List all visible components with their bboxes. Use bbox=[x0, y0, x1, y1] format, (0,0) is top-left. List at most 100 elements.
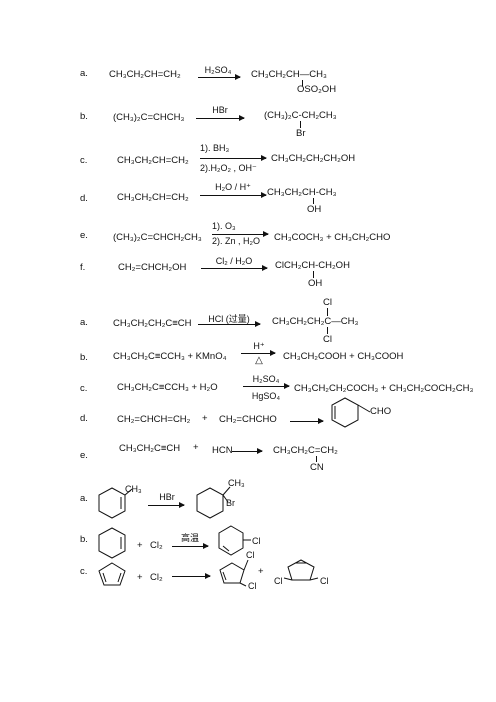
product: CH₃COCH₃ + CH₃CH₂CHO bbox=[274, 232, 391, 243]
reaction-arrow bbox=[241, 350, 276, 356]
reactant: CH₃CH₂C≡CCH₃ + H₂O bbox=[117, 382, 218, 393]
reagent-top: H₂SO₄ bbox=[252, 374, 280, 384]
reaction-arrow bbox=[201, 265, 268, 271]
reaction-arrow bbox=[243, 383, 290, 389]
reagent-bottom: HgSO₄ bbox=[251, 391, 281, 401]
product-substituent: CN bbox=[310, 462, 324, 473]
plus-sign: + bbox=[137, 540, 143, 551]
bond-line bbox=[327, 308, 328, 316]
row-label: a. bbox=[80, 493, 88, 504]
reagent-2: Cl₂ bbox=[150, 572, 163, 583]
reaction-arrow bbox=[172, 573, 211, 579]
row-label: c. bbox=[80, 383, 88, 394]
reactant-2: HCN bbox=[212, 445, 233, 456]
product-substituent: OH bbox=[308, 278, 323, 289]
product: ClCH₂CH-CH₂OH bbox=[275, 260, 350, 271]
chlorine-top: Cl bbox=[323, 297, 332, 308]
reactant: (CH₃)₂C=CHCH₃ bbox=[113, 112, 185, 123]
product: CH₃CH₂C=CH₂ bbox=[273, 445, 338, 456]
product-substituent: Br bbox=[296, 128, 306, 139]
reaction-arrow bbox=[148, 502, 185, 508]
chlorine-substituent: Cl bbox=[320, 576, 329, 586]
plus-sign: + bbox=[137, 572, 143, 583]
bond-line bbox=[313, 198, 314, 204]
reactant: CH₃CH₂CH=CH₂ bbox=[117, 155, 189, 166]
reaction-arrow bbox=[198, 321, 261, 327]
row-label: b. bbox=[80, 111, 88, 122]
reagent: Cl₂ / H₂O bbox=[215, 256, 253, 266]
reactant: CH₂=CHCH=CH₂ bbox=[117, 414, 191, 425]
heat-symbol: △ bbox=[255, 355, 263, 366]
row-label: b. bbox=[80, 534, 88, 545]
row-label: f. bbox=[80, 262, 86, 273]
reactant: CH₃CH₂CH=CH₂ bbox=[109, 69, 181, 80]
reagent-acid: H⁺ bbox=[253, 341, 265, 351]
methylcyclohexane-ring bbox=[196, 486, 231, 519]
bond-line bbox=[302, 80, 303, 86]
product: CH₃CH₂COOH + CH₃COOH bbox=[283, 351, 404, 362]
plus-sign: + bbox=[258, 566, 264, 577]
reaction-arrow bbox=[200, 155, 267, 161]
reagent: HCl (过量) bbox=[208, 314, 250, 324]
reactant: CH₃CH₂C≡CCH₃ + KMnO₄ bbox=[113, 351, 227, 362]
product: CH₃CH₂CH-CH₃ bbox=[267, 187, 337, 198]
reagent-step-2: 2).H₂O₂ , OH⁻ bbox=[200, 163, 257, 173]
bond-line bbox=[313, 271, 314, 278]
row-label: e. bbox=[80, 450, 88, 461]
product: (CH₃)₂C-CH₂CH₃ bbox=[264, 110, 337, 121]
row-label: c. bbox=[80, 566, 88, 577]
dichlorocyclopentene-ring bbox=[219, 559, 249, 587]
cyclohexene-ring bbox=[98, 527, 126, 559]
reactant-2: CH₂=CHCHO bbox=[219, 414, 277, 425]
chlorine-bottom: Cl bbox=[323, 334, 332, 345]
cyclopentadiene-ring bbox=[98, 562, 126, 586]
reagent-step-1: 1). O₃ bbox=[212, 221, 236, 231]
methylcyclohexene-ring bbox=[98, 487, 133, 519]
reactant: CH₃CH₂C≡CH bbox=[119, 443, 181, 454]
chlorine-substituent: Cl bbox=[246, 550, 255, 560]
aldehyde-group: CHO bbox=[370, 406, 392, 417]
reagent: H₂SO₄ bbox=[204, 65, 232, 75]
row-label: e. bbox=[80, 230, 88, 241]
reactant: CH₃CH₂CH₂C≡CH bbox=[113, 318, 192, 329]
reaction-arrow bbox=[196, 115, 245, 121]
reaction-arrow bbox=[212, 231, 269, 237]
plus-sign: + bbox=[193, 442, 199, 453]
product: CH₃CH₂CH₂COCH₃ + CH₃CH₂COCH₂CH₃ bbox=[294, 383, 474, 394]
row-label: d. bbox=[80, 193, 88, 204]
row-label: a. bbox=[80, 68, 88, 79]
chlorine-substituent: Cl bbox=[248, 581, 257, 591]
reagent: H₂O / H⁺ bbox=[215, 182, 251, 192]
reagent-step-2: 2). Zn , H₂O bbox=[212, 236, 261, 246]
row-label: c. bbox=[80, 155, 88, 166]
methyl-substituent: CH₃ bbox=[125, 484, 142, 494]
bromine-substituent: Br bbox=[226, 498, 235, 508]
bond-line bbox=[327, 327, 328, 334]
row-label: b. bbox=[80, 352, 88, 363]
product-substituent: OSO₂OH bbox=[297, 84, 337, 95]
reagent: HBr bbox=[159, 492, 175, 502]
product: CH₃CH₂CH—CH₃ bbox=[251, 69, 327, 80]
methyl-substituent: CH₃ bbox=[228, 478, 245, 488]
plus-sign: + bbox=[202, 413, 208, 424]
row-label: d. bbox=[80, 413, 88, 424]
chlorocyclohexene-ring bbox=[218, 525, 251, 556]
product: CH₃CH₂CH₂CH₂OH bbox=[271, 153, 356, 164]
dichlorocyclopentene-ring bbox=[283, 559, 319, 581]
reaction-arrow bbox=[172, 543, 209, 549]
reaction-arrow bbox=[198, 74, 241, 80]
reaction-arrow bbox=[200, 192, 267, 198]
chlorine-substituent: Cl bbox=[252, 536, 261, 546]
product: CH₃CH₂CH₂C—CH₃ bbox=[272, 316, 359, 327]
bond-line bbox=[316, 456, 317, 462]
reactant: CH₃CH₂CH=CH₂ bbox=[117, 192, 189, 203]
product-substituent: OH bbox=[307, 204, 322, 215]
chlorine-substituent: Cl bbox=[274, 576, 283, 586]
bond-line bbox=[300, 121, 301, 128]
reactant: CH₂=CHCH₂OH bbox=[118, 262, 187, 273]
reagent: HBr bbox=[212, 105, 228, 115]
reactant: (CH₃)₂C=CHCH₂CH₃ bbox=[113, 232, 202, 243]
cyclohexene-ring bbox=[331, 397, 371, 428]
reagent-2: Cl₂ bbox=[150, 540, 163, 551]
